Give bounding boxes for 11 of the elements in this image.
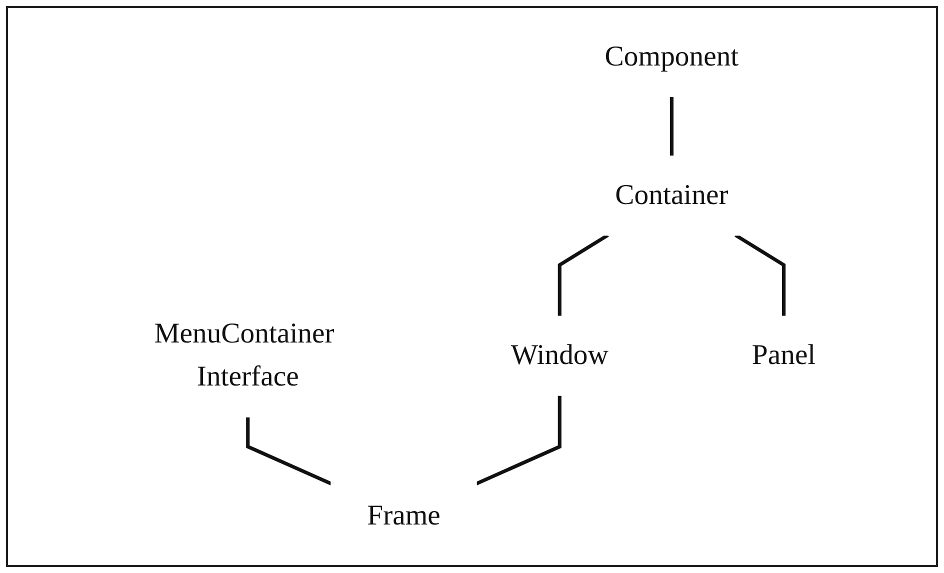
connector bbox=[670, 96, 674, 156]
node-text: MenuContainer Interface bbox=[154, 318, 334, 393]
node-text: Component bbox=[604, 41, 739, 73]
connector bbox=[246, 416, 332, 486]
node-text: Container bbox=[615, 180, 728, 212]
node-text: Frame bbox=[367, 500, 440, 532]
node-text: Window bbox=[510, 340, 608, 372]
connector bbox=[558, 234, 609, 316]
node-text: Panel bbox=[752, 340, 816, 372]
connector bbox=[734, 234, 786, 316]
connector bbox=[476, 395, 562, 486]
